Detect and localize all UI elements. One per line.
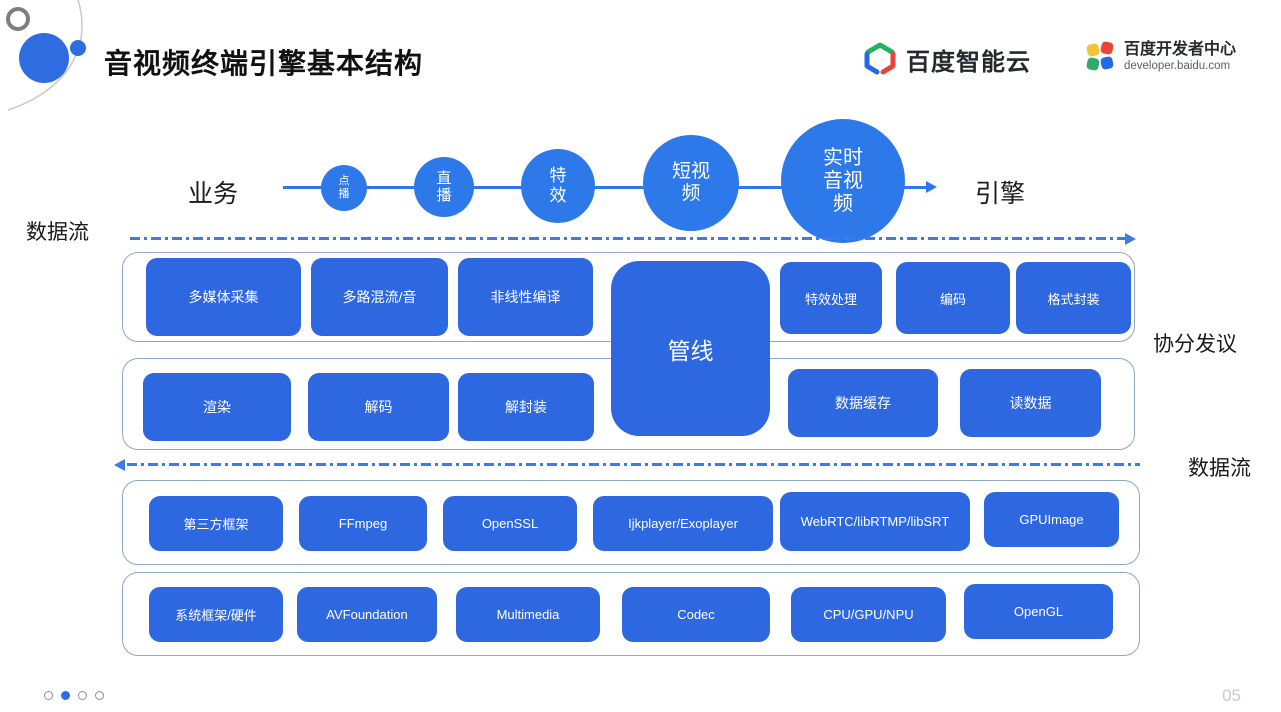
baidu-cloud-label: 百度智能云	[906, 48, 1031, 76]
dataflow-top-label: 数据流	[26, 221, 89, 244]
box-ijkplayer-exoplayer: Ijkplayer/Exoplayer	[593, 496, 773, 551]
flow-target-label: 引擎	[975, 180, 1026, 208]
pagination-dot-3[interactable]	[78, 691, 87, 700]
flow-node-shishiyinshipin: 实时 音视 频	[781, 119, 905, 243]
corner-decoration	[6, 0, 86, 111]
page-number: 05	[1222, 686, 1241, 705]
box-effects-processing: 特效处理	[780, 262, 882, 334]
flow-node-zhibo: 直 播	[414, 157, 474, 217]
dataflow-top-line	[130, 237, 1126, 240]
dataflow-bottom-line	[127, 463, 1140, 466]
dev-center-label: 百度开发者中心	[1123, 41, 1236, 59]
box-multimedia-api: Multimedia	[456, 587, 600, 642]
dev-center-brand: 百度开发者中心 developer.baidu.com	[1084, 40, 1236, 74]
protocol-distribution-label: 协分发议	[1153, 333, 1237, 356]
box-gpuimage: GPUImage	[984, 492, 1119, 547]
flow-arrow-icon	[926, 181, 937, 193]
box-pipeline: 管线	[611, 261, 770, 436]
dataflow-bottom-arrow-icon	[114, 458, 125, 471]
pagination-dots	[44, 691, 104, 700]
flow-line	[283, 186, 928, 189]
box-demux: 解封装	[458, 373, 594, 441]
box-read-data: 读数据	[960, 369, 1101, 437]
box-system-framework-hardware: 系统框架/硬件	[149, 587, 283, 642]
flow-node-texiao: 特 效	[521, 149, 595, 223]
box-openssl: OpenSSL	[443, 496, 577, 551]
box-encode: 编码	[896, 262, 1010, 334]
dev-center-url: developer.baidu.com	[1123, 59, 1231, 72]
box-avfoundation: AVFoundation	[297, 587, 437, 642]
pagination-dot-1[interactable]	[44, 691, 53, 700]
page-title: 音视频终端引擎基本结构	[104, 48, 424, 79]
baidu-cloud-brand: 百度智能云	[862, 40, 1031, 78]
box-codec: Codec	[622, 587, 770, 642]
box-nonlinear-edit: 非线性编译	[458, 258, 593, 336]
flow-node-duanshipin: 短视 频	[643, 135, 739, 231]
box-format-mux: 格式封装	[1016, 262, 1131, 334]
box-thirdparty-framework: 第三方框架	[149, 496, 283, 551]
dataflow-bottom-label: 数据流	[1188, 457, 1251, 480]
pagination-dot-2-active[interactable]	[61, 691, 70, 700]
box-multi-mix: 多路混流/音	[311, 258, 448, 336]
box-data-cache: 数据缓存	[788, 369, 938, 437]
box-ffmpeg: FFmpeg	[299, 496, 427, 551]
blue-circle-icon	[19, 33, 69, 83]
ring-icon	[6, 7, 30, 31]
box-decode: 解码	[308, 373, 449, 441]
dev-center-icon	[1086, 41, 1114, 71]
box-cpu-gpu-npu: CPU/GPU/NPU	[791, 587, 946, 642]
box-webrtc-librtmp-libsrt: WebRTC/libRTMP/libSRT	[780, 492, 970, 551]
box-multimedia-capture: 多媒体采集	[146, 258, 301, 336]
box-render: 渲染	[143, 373, 291, 441]
box-opengl: OpenGL	[964, 584, 1113, 639]
blue-dot-icon	[70, 40, 86, 56]
flow-source-label: 业务	[188, 180, 239, 208]
baidu-cloud-icon	[864, 42, 896, 75]
dataflow-top-arrow-icon	[1125, 232, 1136, 245]
pagination-dot-4[interactable]	[95, 691, 104, 700]
flow-node-dianbo: 点 播	[321, 165, 367, 211]
